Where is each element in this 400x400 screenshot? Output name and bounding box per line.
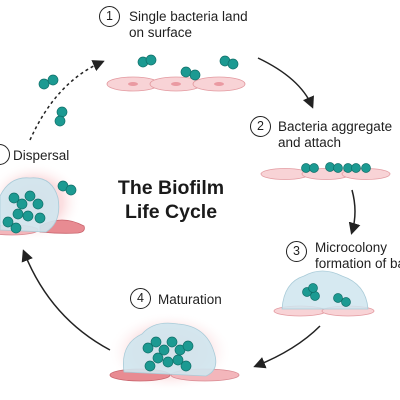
step-3-line-1: Microcolony	[315, 240, 388, 255]
arrow-4-to-dispersal	[21, 249, 111, 351]
step-3-label: Microcolony formation of ba	[315, 240, 400, 272]
step-2-number: 2	[250, 116, 271, 137]
step-4-line-1: Maturation	[158, 292, 222, 307]
title-line-1: The Biofilm	[117, 177, 225, 199]
stage1-surface	[106, 76, 246, 92]
arrow-1-to-2	[257, 57, 314, 109]
step-3-number: 3	[286, 241, 307, 262]
stage3-bacteria	[302, 283, 351, 307]
stage1-bacteria	[38, 54, 239, 127]
diagram-title: The Biofilm Life Cycle	[96, 176, 246, 224]
step-dispersal-line-1: Dispersal	[13, 148, 70, 163]
step-3-line-2: formation of ba	[315, 256, 400, 271]
step-4-number: 4	[130, 288, 151, 309]
arrow-2-to-3	[348, 189, 361, 235]
step-1-number: 1	[99, 6, 120, 27]
arrow-dispersal-to-1	[29, 60, 105, 141]
dispersal-bacteria	[2, 180, 77, 234]
step-dispersal-label: Dispersal	[13, 148, 69, 164]
arrow-3-to-4	[253, 325, 321, 369]
title-line-2: Life Cycle	[124, 201, 218, 223]
stage2-surface	[260, 168, 391, 180]
cycle-arrows	[21, 57, 361, 369]
stage2-bacteria	[301, 162, 371, 173]
step-1-line-1: Single bacteria land	[129, 9, 248, 24]
step-4-label: Maturation	[158, 292, 222, 308]
step-2-label: Bacteria aggregate and attach	[278, 119, 392, 151]
stage4-bacteria	[142, 336, 194, 372]
step-1-label: Single bacteria land on surface	[129, 9, 248, 41]
step-2-line-2: and attach	[278, 135, 342, 150]
step-2-line-1: Bacteria aggregate	[278, 119, 393, 134]
step-1-line-2: on surface	[129, 25, 193, 40]
stage3-matrix	[281, 270, 369, 310]
